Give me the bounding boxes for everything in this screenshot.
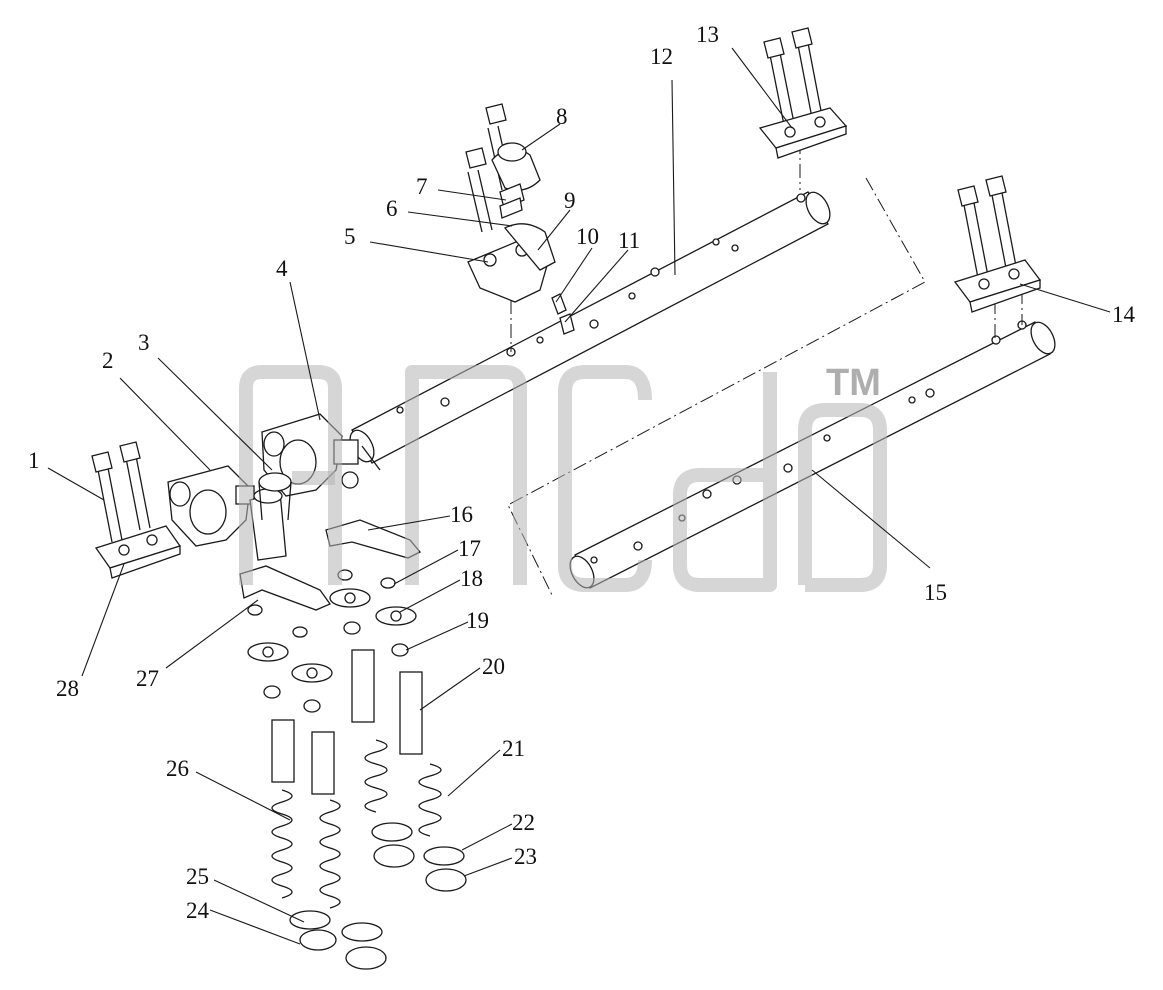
callout-3: 3 [138, 330, 150, 355]
pushrod-cap-3 [258, 472, 292, 521]
watermark-logo: TM [239, 362, 887, 592]
bracket-28 [91, 441, 182, 579]
callout-21: 21 [502, 736, 525, 761]
callout-22: 22 [512, 810, 535, 835]
bridge-27 [239, 565, 331, 611]
callout-9: 9 [564, 188, 576, 213]
callout-17: 17 [458, 536, 481, 561]
callout-10: 10 [576, 224, 599, 249]
valve-stack-1 [247, 604, 337, 951]
callout-27: 27 [136, 666, 159, 691]
callout-23: 23 [514, 844, 537, 869]
watermark-tm: TM [826, 362, 881, 404]
callout-1: 1 [28, 448, 40, 473]
callout-4: 4 [276, 256, 288, 281]
bracket-14 [953, 175, 1042, 313]
callout-14: 14 [1112, 302, 1136, 327]
rocker-shaft-upper [349, 191, 831, 471]
callout-18: 18 [460, 566, 483, 591]
valve-stack-4 [375, 577, 467, 892]
callout-24: 24 [186, 898, 210, 923]
callout-13: 13 [696, 22, 719, 47]
callout-28: 28 [56, 676, 79, 701]
bracket-13 [758, 27, 848, 159]
callout-25: 25 [186, 864, 209, 889]
callout-numbers: 1 2 3 4 5 6 7 8 9 10 11 12 13 14 15 16 1… [28, 22, 1136, 923]
callout-12: 12 [650, 44, 673, 69]
valve-stack-2 [291, 626, 387, 970]
callout-19: 19 [466, 608, 489, 633]
valve-stack-3 [329, 569, 415, 868]
callout-2: 2 [102, 348, 114, 373]
callout-6: 6 [386, 196, 398, 221]
rocker-shaft-lower [569, 320, 1056, 589]
callout-15: 15 [924, 580, 947, 605]
callout-20: 20 [482, 654, 505, 679]
leader-lines [47, 47, 1111, 945]
callout-11: 11 [618, 228, 640, 253]
callout-8: 8 [556, 104, 568, 129]
callout-5: 5 [344, 224, 356, 249]
callout-16: 16 [450, 502, 473, 527]
callout-26: 26 [166, 756, 189, 781]
callout-7: 7 [416, 174, 428, 199]
bracket-5-assembly [465, 103, 575, 335]
